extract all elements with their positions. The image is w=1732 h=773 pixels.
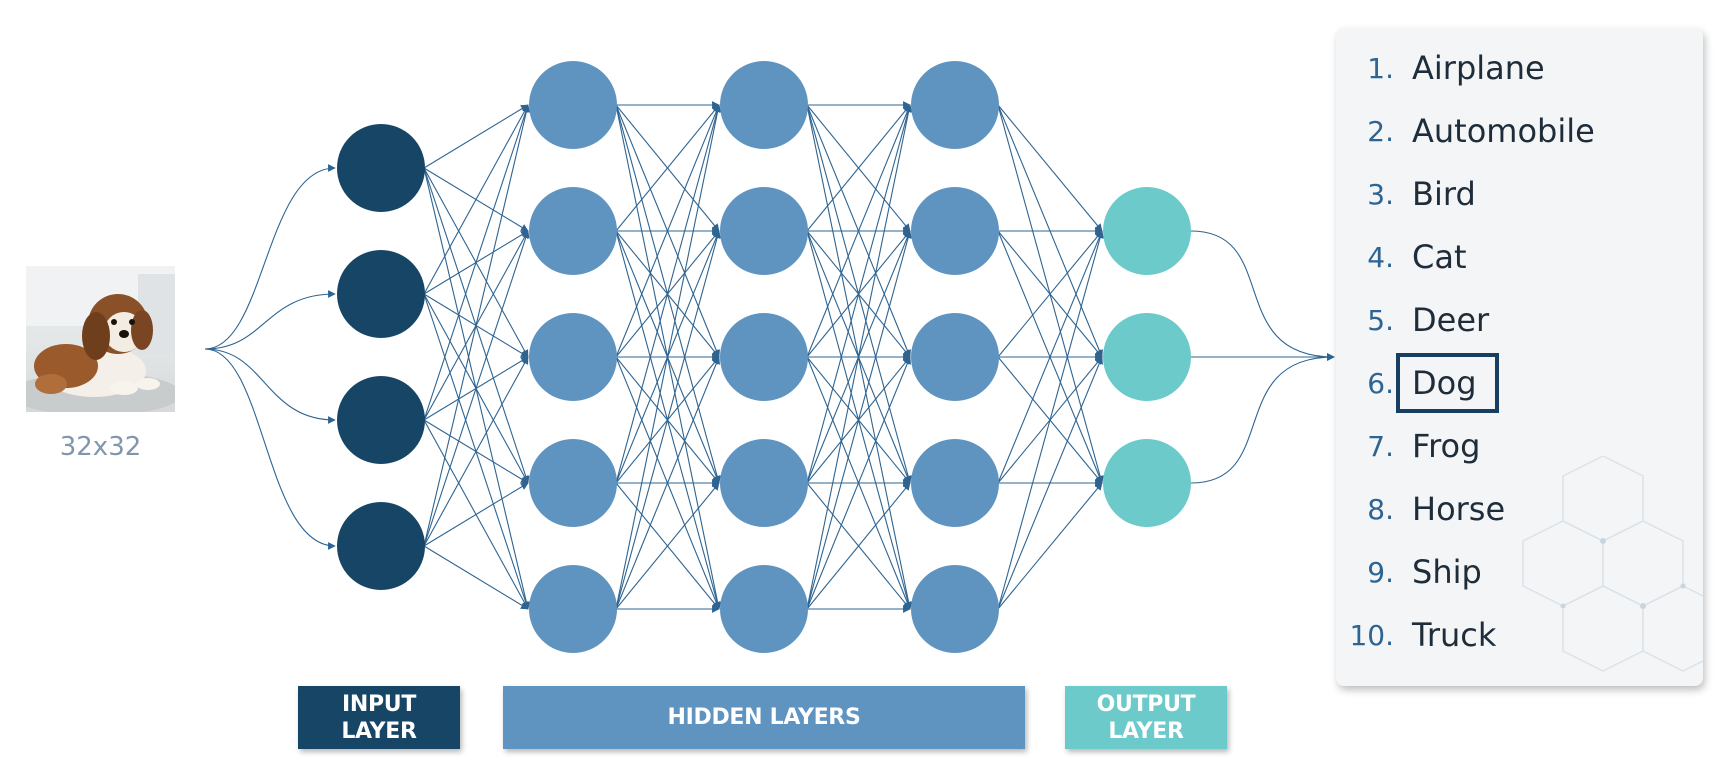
input-image [26, 266, 175, 412]
class-list-item: 8. Horse [1336, 485, 1527, 533]
class-number: 2. [1367, 114, 1394, 148]
input-connection [204, 348, 336, 550]
class-number: 3. [1367, 177, 1394, 211]
hidden-layer-node [911, 187, 999, 275]
layer-connection [997, 230, 1103, 358]
layer-connection [615, 230, 721, 610]
layer-connection [423, 104, 529, 169]
layer-connection [423, 356, 529, 547]
class-number: 4. [1367, 240, 1394, 274]
input-connection [204, 348, 336, 424]
layer-connection [423, 545, 529, 610]
output-layer-label-box: OUTPUT LAYER [1065, 686, 1227, 749]
class-name: Frog [1412, 427, 1481, 465]
layer-connection [423, 482, 529, 547]
layer-connection [615, 104, 720, 232]
layer-connection [615, 356, 720, 610]
input-connection [204, 290, 336, 350]
output-connection [1190, 230, 1335, 361]
image-size-label: 32x32 [59, 432, 142, 462]
layer-connection [806, 104, 911, 232]
layer-connection [423, 104, 529, 295]
hidden-layer-node [720, 61, 808, 149]
class-list-item: 10. Truck [1336, 611, 1518, 659]
class-number: 7. [1367, 429, 1394, 463]
hidden-layer-node [529, 61, 617, 149]
hexagon-pattern-icon [1522, 456, 1703, 672]
class-list-item: 7. Frog [1336, 422, 1502, 470]
layer-connection [423, 104, 531, 547]
layer-connection [806, 104, 912, 484]
class-list-item: 5. Deer [1336, 296, 1511, 344]
class-name: Automobile [1412, 112, 1595, 150]
output-layer-label: OUTPUT LAYER [1096, 691, 1196, 744]
hidden-layer-node [720, 313, 808, 401]
hidden-layer-node [720, 565, 808, 653]
hidden-layer-node [529, 439, 617, 527]
class-name: Airplane [1412, 49, 1545, 87]
input-layer-node [337, 376, 425, 464]
class-name: Horse [1412, 490, 1506, 528]
class-number: 9. [1367, 555, 1394, 589]
class-number: 1. [1367, 51, 1394, 85]
layer-connection [997, 482, 1103, 610]
output-layer-node [1103, 439, 1191, 527]
input-layer-node [337, 124, 425, 212]
layer-connection [806, 104, 911, 358]
class-number: 10. [1349, 618, 1394, 652]
layer-connection [615, 104, 721, 484]
layer-connection [997, 230, 1104, 610]
layer-connection [615, 482, 720, 610]
layer-connection [806, 230, 912, 610]
class-name-selected: Dog [1396, 353, 1499, 413]
class-name: Deer [1412, 301, 1490, 339]
class-number: 8. [1367, 492, 1394, 526]
layer-connection [615, 104, 720, 358]
hidden-layer-node [911, 565, 999, 653]
layer-connection [615, 104, 722, 610]
hidden-layer-node [911, 61, 999, 149]
layer-connection [806, 356, 911, 610]
input-layer-node [337, 250, 425, 338]
class-name: Truck [1412, 616, 1497, 654]
class-list-item: 3. Bird [1336, 170, 1498, 218]
class-list-item: 1. Airplane [1336, 44, 1567, 92]
layer-connection [423, 104, 530, 421]
output-connection [1190, 353, 1335, 484]
layer-connection [997, 104, 1103, 232]
output-layer-node [1103, 313, 1191, 401]
layer-connection [423, 230, 530, 547]
class-list-panel: 1. Airplane 2. Automobile 3. Bird 4. Cat 5. Deer 6… [1336, 28, 1703, 686]
input-layer-label-box: INPUT LAYER [298, 686, 460, 749]
input-connection [204, 164, 336, 350]
hidden-layer-node [529, 313, 617, 401]
class-number: 6. [1367, 366, 1394, 400]
layer-connection [806, 482, 911, 610]
hidden-layer-node [720, 439, 808, 527]
hidden-layer-node [911, 439, 999, 527]
class-list-item: 9. Ship [1336, 548, 1504, 596]
input-layer-node [337, 502, 425, 590]
class-name: Bird [1412, 175, 1476, 213]
hidden-layer-node [720, 187, 808, 275]
class-list-item: 6.Dog [1336, 353, 1499, 413]
input-layer-label: INPUT LAYER [341, 691, 417, 744]
class-number: 5. [1367, 303, 1394, 337]
dog-photo-icon [26, 266, 175, 412]
class-name: Ship [1412, 553, 1482, 591]
hidden-layers-label-box: HIDDEN LAYERS [503, 686, 1025, 749]
class-name: Cat [1412, 238, 1467, 276]
hidden-layer-node [911, 313, 999, 401]
hidden-layer-node [529, 565, 617, 653]
layer-connection [806, 104, 913, 610]
class-list-item: 2. Automobile [1336, 107, 1617, 155]
hidden-layers-label: HIDDEN LAYERS [667, 705, 861, 730]
layer-connection [997, 356, 1103, 610]
hidden-layer-node [529, 187, 617, 275]
class-list-item: 4. Cat [1336, 233, 1489, 281]
output-layer-node [1103, 187, 1191, 275]
layer-connection [997, 230, 1103, 484]
